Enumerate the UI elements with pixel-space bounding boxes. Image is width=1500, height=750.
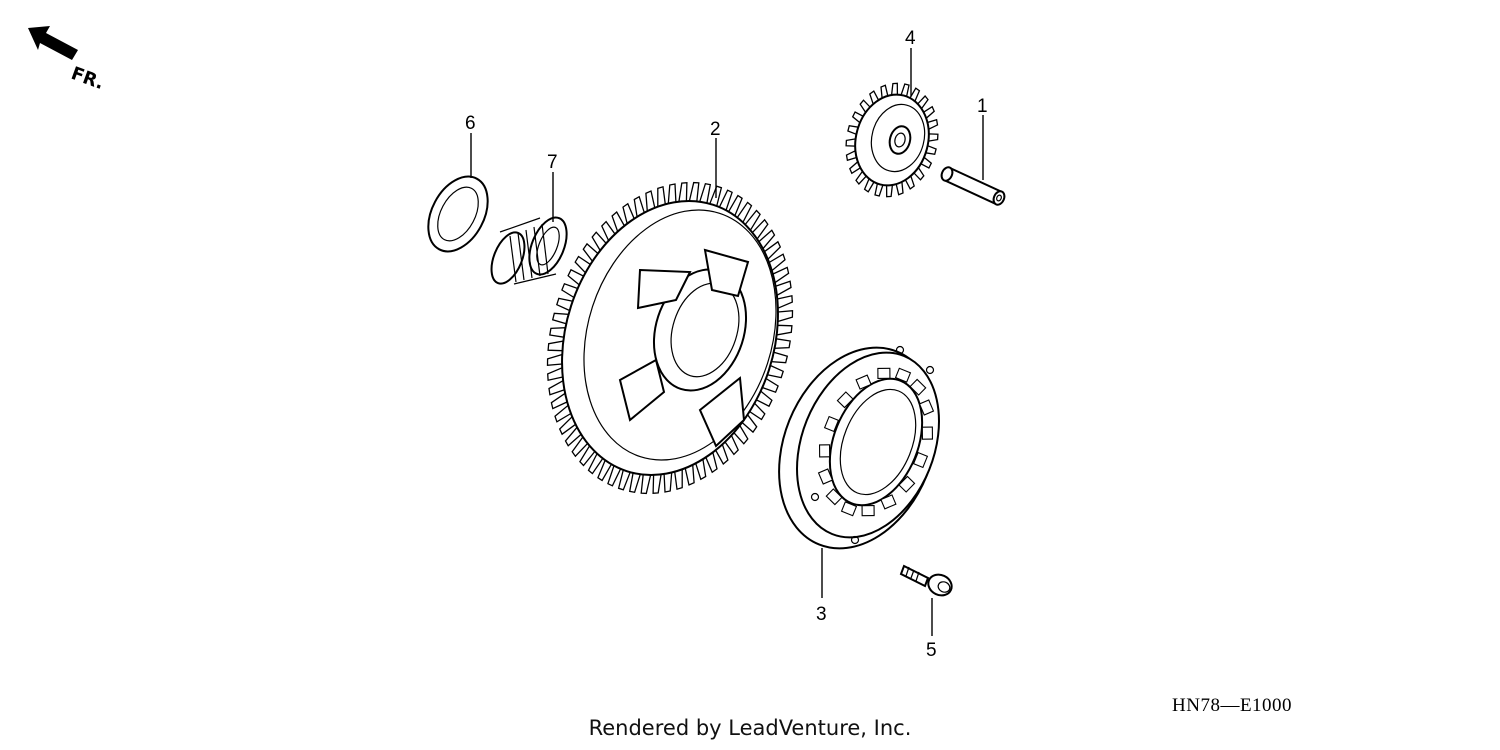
bolt-part-5[interactable]: [899, 564, 955, 599]
render-credit: Rendered by LeadVenture, Inc.: [588, 716, 912, 740]
diagram-code: HN78—E1000: [1172, 695, 1293, 716]
front-label: FR.: [68, 63, 107, 94]
callout-5[interactable]: 5: [926, 640, 937, 661]
callout-6[interactable]: 6: [465, 113, 476, 134]
driven-gear-part-2[interactable]: [528, 173, 812, 504]
reduction-gear-part-4[interactable]: [845, 82, 939, 198]
callout-4[interactable]: 4: [905, 28, 916, 49]
needle-bearing-part-7[interactable]: [485, 212, 574, 288]
callout-3[interactable]: 3: [816, 604, 827, 625]
callout-2[interactable]: 2: [710, 119, 721, 140]
shaft-part-1[interactable]: [940, 166, 1007, 207]
one-way-clutch-part-3[interactable]: [750, 324, 965, 572]
front-arrow-icon: [28, 26, 78, 60]
callout-7[interactable]: 7: [547, 152, 558, 173]
callout-1[interactable]: 1: [977, 96, 988, 117]
washer-part-6[interactable]: [416, 166, 499, 261]
